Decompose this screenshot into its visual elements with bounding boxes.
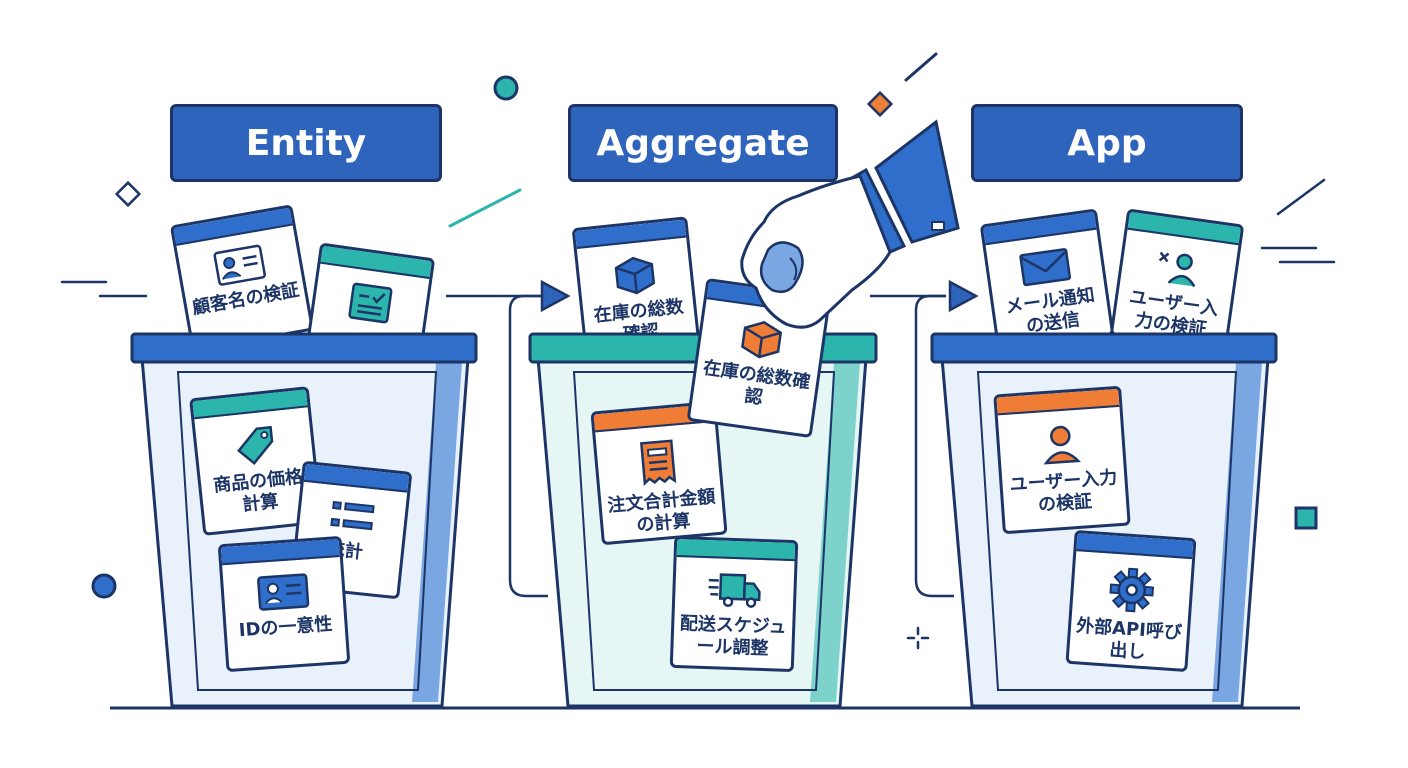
person-icon xyxy=(1043,425,1081,465)
connector-2-arrowhead xyxy=(948,279,979,313)
card-entity-stats[interactable]: 統計 xyxy=(289,460,413,600)
card-entity-product-price[interactable]: 商品の価格計算 xyxy=(189,386,323,536)
checklist-icon xyxy=(348,282,393,324)
card-app-user-input-top[interactable]: ユーザー入力の検証 xyxy=(1109,208,1245,352)
card-agg-stock-back[interactable]: 在庫の総数確認 xyxy=(571,216,701,356)
label-app: App xyxy=(971,104,1243,182)
label-entity: Entity xyxy=(170,104,442,182)
connector-1-arrowhead xyxy=(540,279,571,313)
tag-icon xyxy=(237,425,274,465)
decor-circle-blue xyxy=(91,573,117,599)
truck-icon xyxy=(708,573,761,608)
card-app-email[interactable]: メール通知の送信 xyxy=(979,208,1115,352)
decor-dash-teal xyxy=(448,188,522,228)
gear-icon xyxy=(1109,567,1155,613)
box-icon xyxy=(614,256,656,295)
card-entity-id-unique[interactable]: IDの一意性 xyxy=(217,535,351,673)
card-agg-delivery[interactable]: 配送スケジュール調整 xyxy=(669,535,799,673)
label-aggregate: Aggregate xyxy=(568,104,838,182)
box-icon xyxy=(741,320,783,359)
card-app-external-api[interactable]: 外部API呼び出し xyxy=(1065,529,1197,673)
connector-2 xyxy=(870,294,954,598)
list-icon xyxy=(330,500,375,531)
person-card-icon xyxy=(213,244,266,286)
card-app-user-input[interactable]: ユーザー入力の検証 xyxy=(993,385,1131,535)
decor-diamond-orange xyxy=(866,90,894,118)
decor-sparkle xyxy=(906,626,930,650)
card-entity-checklist[interactable] xyxy=(304,242,436,370)
envelope-icon xyxy=(1019,248,1072,287)
card-entity-customer-name[interactable]: 顧客名の検証 xyxy=(169,204,315,352)
card-agg-order-total[interactable]: 注文合計金額の計算 xyxy=(590,400,728,546)
decor-circle-teal xyxy=(493,75,519,101)
decor-square-teal xyxy=(1294,506,1318,530)
user-check-icon xyxy=(1158,251,1196,288)
connector-1 xyxy=(446,294,560,598)
decor-diamond-left xyxy=(114,180,142,208)
card-agg-stock-held[interactable]: 在庫の総数確認 xyxy=(686,277,832,439)
receipt-icon xyxy=(640,439,677,486)
id-card-icon xyxy=(257,573,310,611)
